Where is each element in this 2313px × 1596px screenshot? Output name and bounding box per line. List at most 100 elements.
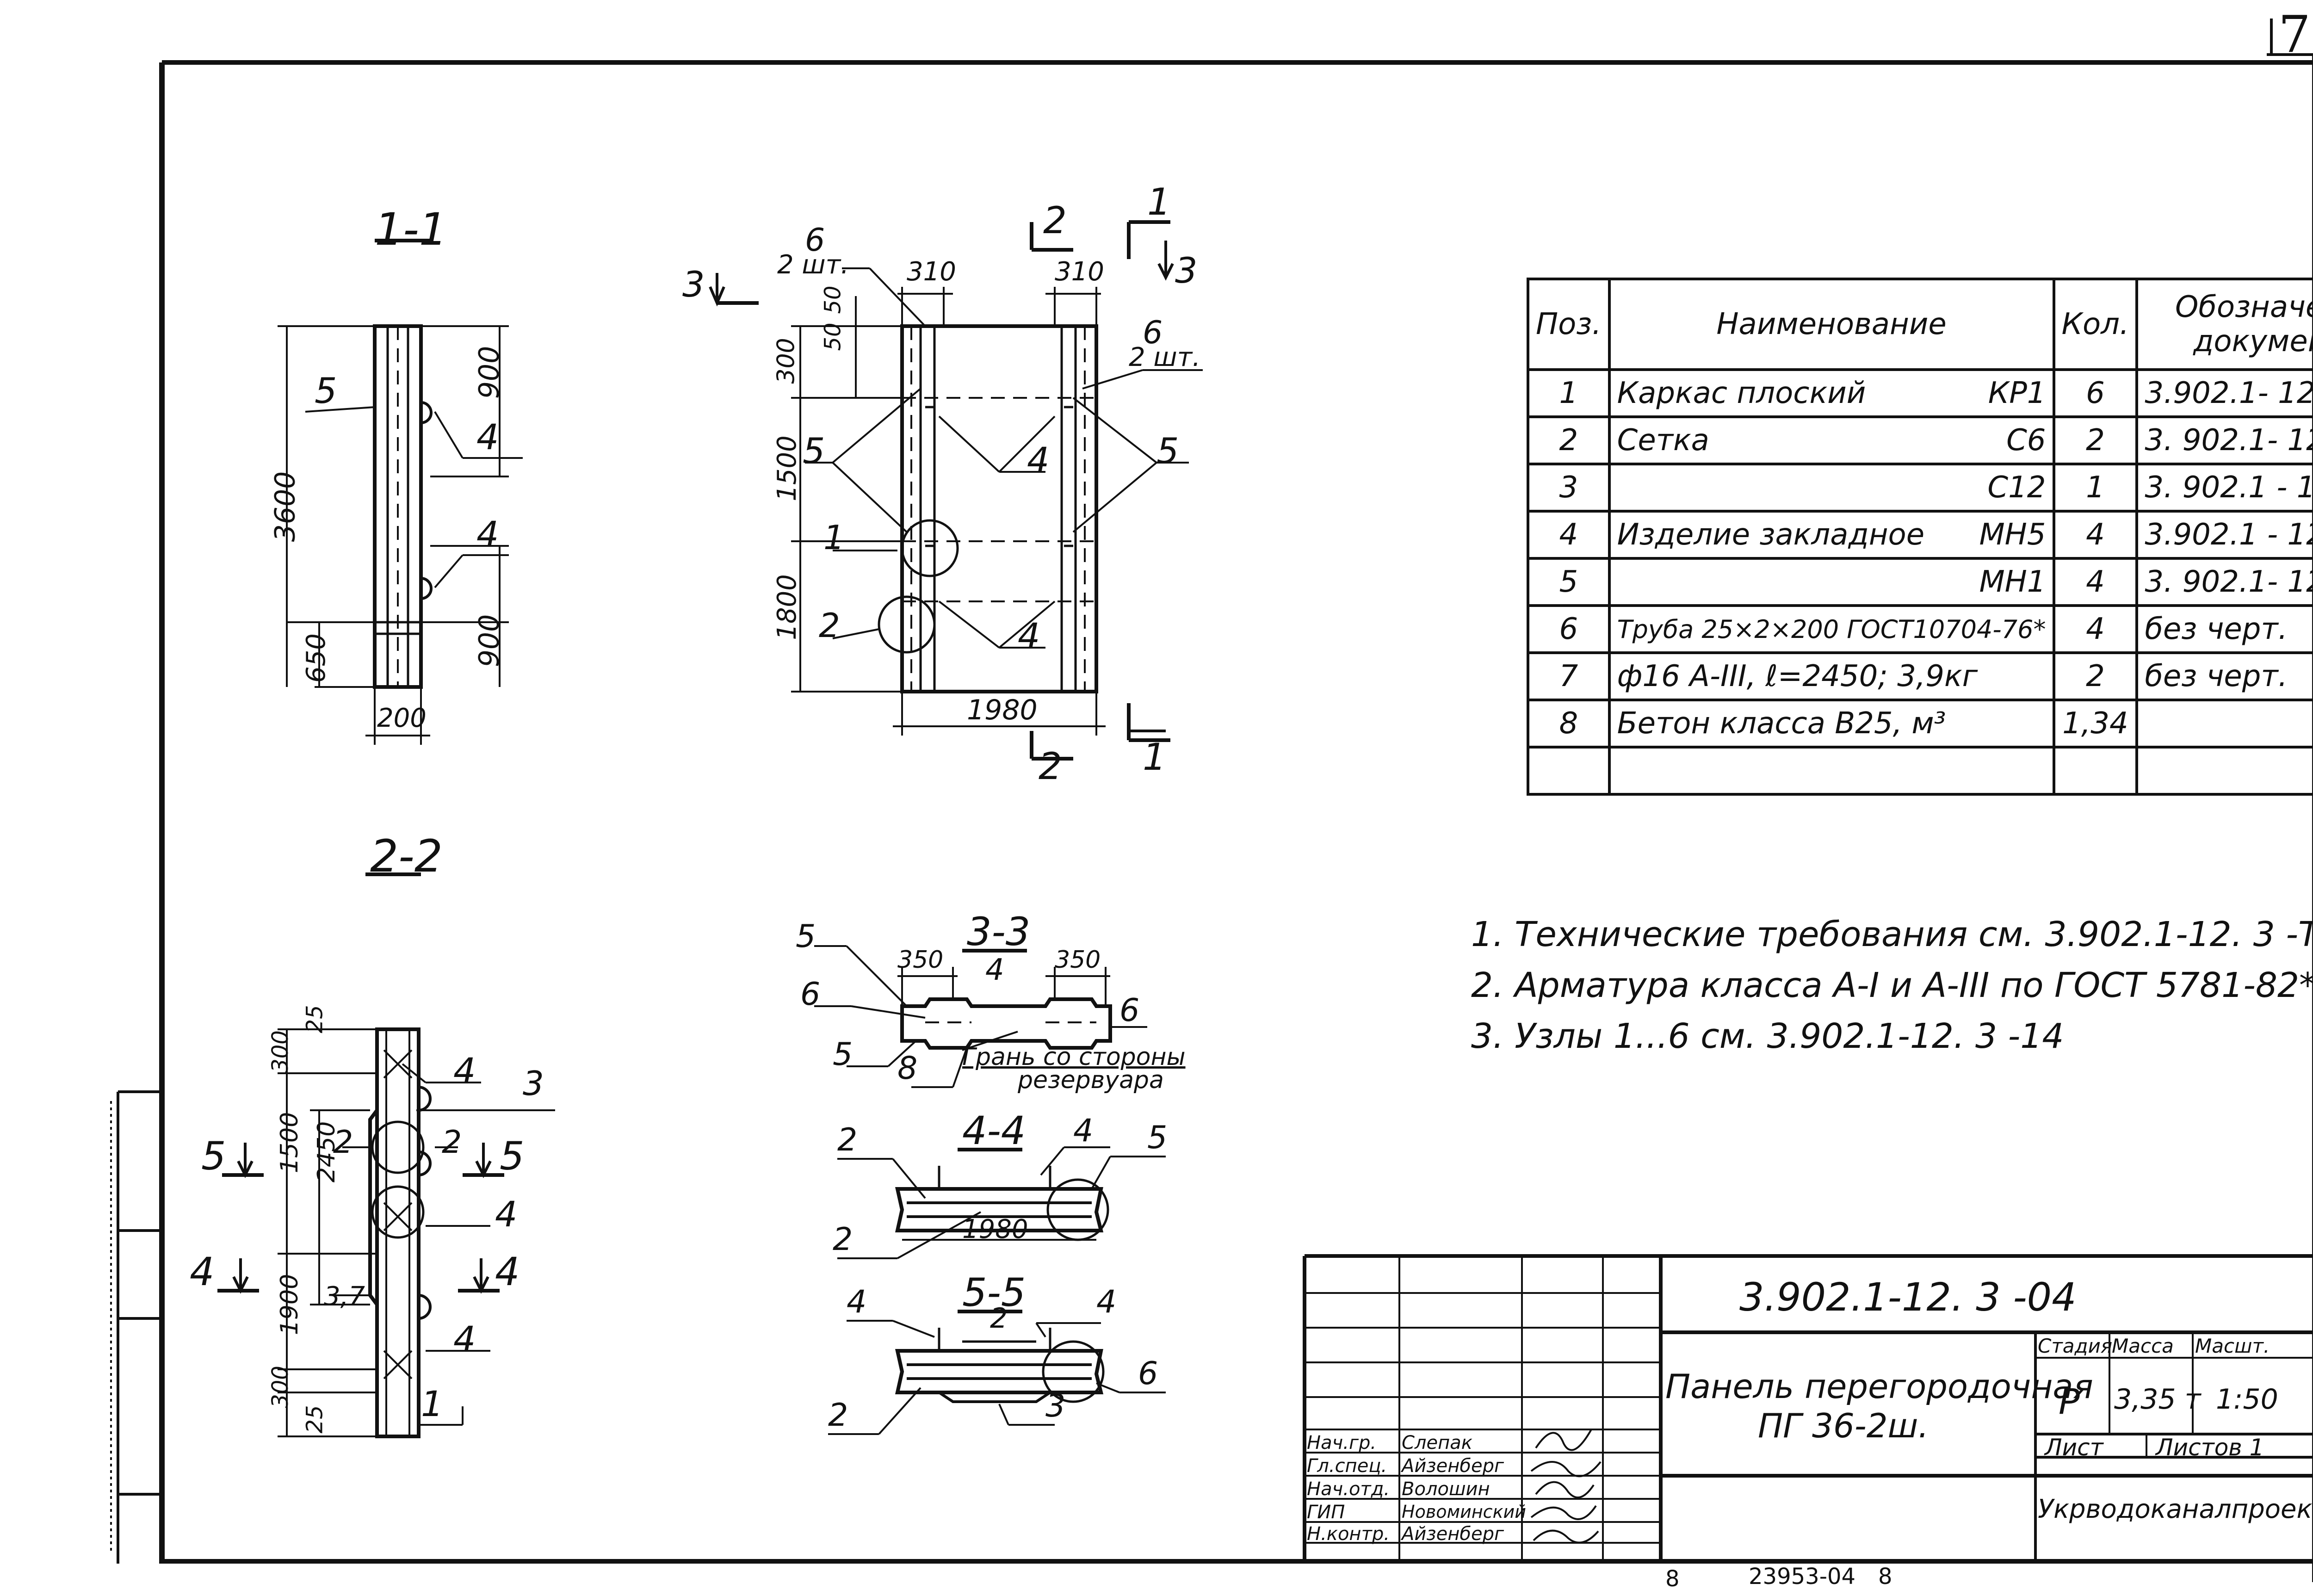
table-row: 7 ф16 А-III, ℓ=2450; 3,9кг 2 без черт. bbox=[1527, 651, 2313, 701]
stage-label: Стадия bbox=[2038, 1335, 2113, 1357]
signatory-role: Нач.отд. bbox=[1307, 1478, 1390, 1500]
cell-name: С12 bbox=[1608, 463, 2055, 513]
cell-name-text: Бетон класса В25, м³ bbox=[1617, 706, 1946, 741]
table-row: 3 С12 1 3. 902.1 - 12.3-17 bbox=[1527, 463, 2313, 513]
dim-50-a: 50 bbox=[820, 322, 846, 351]
dim-650: 650 bbox=[301, 633, 331, 683]
cell-doc bbox=[2135, 699, 2313, 749]
header-qty: Кол. bbox=[2052, 278, 2139, 371]
cut-mark-2-bottom: 2 bbox=[1039, 745, 1062, 788]
section-title-3-3: 3-3 bbox=[967, 909, 1031, 954]
callout-1-node: 1 bbox=[823, 518, 845, 557]
section-title-1-1: 1-1 bbox=[375, 204, 447, 255]
general-notes: 1. Технические требования см. 3.902.1-12… bbox=[1471, 909, 2313, 1062]
callout-4-left: 4 bbox=[847, 1284, 867, 1320]
cell-name: Сетка С6 bbox=[1608, 415, 2055, 465]
cell-doc: 3.902.1 - 12. 3-27 bbox=[2135, 510, 2313, 560]
dim-1980: 1980 bbox=[962, 1214, 1028, 1244]
signatory-role: ГИП bbox=[1307, 1502, 1345, 1523]
dim-1980: 1980 bbox=[967, 694, 1038, 726]
dim-900-bottom: 900 bbox=[473, 614, 506, 668]
table-header-row: Поз. Наименование Кол. Обозначение докум… bbox=[1527, 278, 2313, 371]
cell-qty bbox=[2052, 746, 2139, 796]
cell-pos: 1 bbox=[1527, 368, 1611, 418]
cut-mark-4-right: 4 bbox=[495, 1249, 520, 1294]
cell-pos: 5 bbox=[1527, 557, 1611, 607]
section-2-2-drawing bbox=[217, 872, 555, 1438]
sheets-label: Листов 1 bbox=[2156, 1434, 2264, 1461]
callout-2-right: 2 bbox=[442, 1124, 462, 1161]
header-doc: Обозначение документа bbox=[2135, 278, 2313, 371]
cell-pos: 6 bbox=[1527, 604, 1611, 654]
drawing-title-line1: Панель перегородочная bbox=[1665, 1367, 2093, 1406]
callout-4: 4 bbox=[1073, 1113, 1094, 1149]
drawing-title-line2: ПГ 36-2ш. bbox=[1758, 1406, 1929, 1445]
cut-mark-1-top: 1 bbox=[1147, 180, 1171, 223]
document-code: 3.902.1-12. 3 -04 bbox=[1739, 1274, 2077, 1320]
section-5-5-drawing bbox=[828, 1310, 1166, 1435]
callout-6-right-sub: 2 шт. bbox=[1129, 342, 1201, 372]
callout-5-left: 5 bbox=[803, 430, 825, 471]
dim-300: 300 bbox=[772, 338, 800, 384]
note-reservoir-line2: резервуара bbox=[1018, 1066, 1164, 1094]
cell-doc: 3. 902.1- 12.3 -16 bbox=[2135, 415, 2313, 465]
callout-4-lower: 4 bbox=[1018, 615, 1040, 656]
stage-value: Р bbox=[2059, 1381, 2080, 1422]
mass-value: 3,35 т bbox=[2114, 1383, 2201, 1416]
cell-pos: 7 bbox=[1527, 651, 1611, 701]
callout-5-bottom: 5 bbox=[833, 1036, 853, 1073]
callout-1: 1 bbox=[421, 1383, 444, 1424]
callout-4-upper: 4 bbox=[1027, 439, 1050, 481]
callout-4-middle: 4 bbox=[495, 1194, 518, 1235]
callout-5: 5 bbox=[315, 370, 337, 411]
scale-value: 1:50 bbox=[2216, 1383, 2278, 1416]
mass-label: Масса bbox=[2112, 1335, 2174, 1357]
dim-25-bottom: 25 bbox=[302, 1405, 328, 1434]
cell-mark: КР1 bbox=[1988, 376, 2046, 410]
signatory-role: Н.контр. bbox=[1307, 1523, 1390, 1545]
bottom-stamp-prefix: 8 bbox=[1665, 1566, 1680, 1592]
cell-mark: МН1 bbox=[1979, 565, 2046, 599]
sheet-number: 7 bbox=[2278, 5, 2311, 64]
dim-900-top: 900 bbox=[473, 346, 506, 399]
callout-6-left: 6 bbox=[805, 222, 825, 259]
cell-mark: С6 bbox=[2006, 423, 2046, 458]
signatory-name: Айзенберг bbox=[1402, 1523, 1504, 1545]
note-item: 1. Технические требования см. 3.902.1-12… bbox=[1471, 915, 2313, 954]
dim-3-7: 3,7 bbox=[324, 1281, 365, 1311]
cell-name-text: ф16 А-III, ℓ=2450; 3,9кг bbox=[1617, 659, 1978, 693]
dim-310-left: 310 bbox=[907, 257, 956, 287]
callout-6-right: 6 bbox=[1119, 992, 1140, 1029]
dim-25-top: 25 bbox=[302, 1005, 328, 1033]
cell-qty: 2 bbox=[2052, 415, 2139, 465]
callout-2-bottom: 2 bbox=[833, 1221, 853, 1258]
cut-mark-5-right: 5 bbox=[500, 1133, 525, 1179]
specification-table: Поз. Наименование Кол. Обозначение докум… bbox=[1527, 278, 2313, 796]
dim-3600: 3600 bbox=[269, 471, 302, 542]
bottom-stamp-code: 23953-04 bbox=[1749, 1564, 1856, 1590]
signatory-name: Новоминский bbox=[1402, 1502, 1526, 1522]
table-row: 5 МН1 4 3. 902.1- 12.3-23 bbox=[1527, 557, 2313, 607]
cell-pos: 8 bbox=[1527, 699, 1611, 749]
callout-2-node: 2 bbox=[819, 606, 840, 645]
section-title-5-5: 5-5 bbox=[962, 1270, 1026, 1315]
cell-doc bbox=[2135, 746, 2313, 796]
sheet-label: Лист bbox=[2045, 1434, 2103, 1461]
cell-pos: 2 bbox=[1527, 415, 1611, 465]
dim-1800: 1800 bbox=[772, 574, 802, 640]
cell-name-text: Сетка bbox=[1617, 423, 1709, 458]
table-row bbox=[1527, 746, 2313, 796]
cell-name: Труба 25×2×200 ГОСТ10704-76* bbox=[1608, 604, 2055, 654]
table-row: 2 Сетка С6 2 3. 902.1- 12.3 -16 bbox=[1527, 415, 2313, 465]
callout-3: 3 bbox=[1045, 1388, 1066, 1424]
header-name: Наименование bbox=[1608, 278, 2055, 371]
dim-1500: 1500 bbox=[772, 435, 802, 501]
dim-1900: 1900 bbox=[276, 1274, 304, 1336]
table-row: 8 Бетон класса В25, м³ 1,34 bbox=[1527, 699, 2313, 749]
signatory-name: Айзенберг bbox=[1402, 1455, 1504, 1477]
cell-pos bbox=[1527, 746, 1611, 796]
cell-qty: 6 bbox=[2052, 368, 2139, 418]
callout-4-top: 4 bbox=[453, 1050, 476, 1091]
